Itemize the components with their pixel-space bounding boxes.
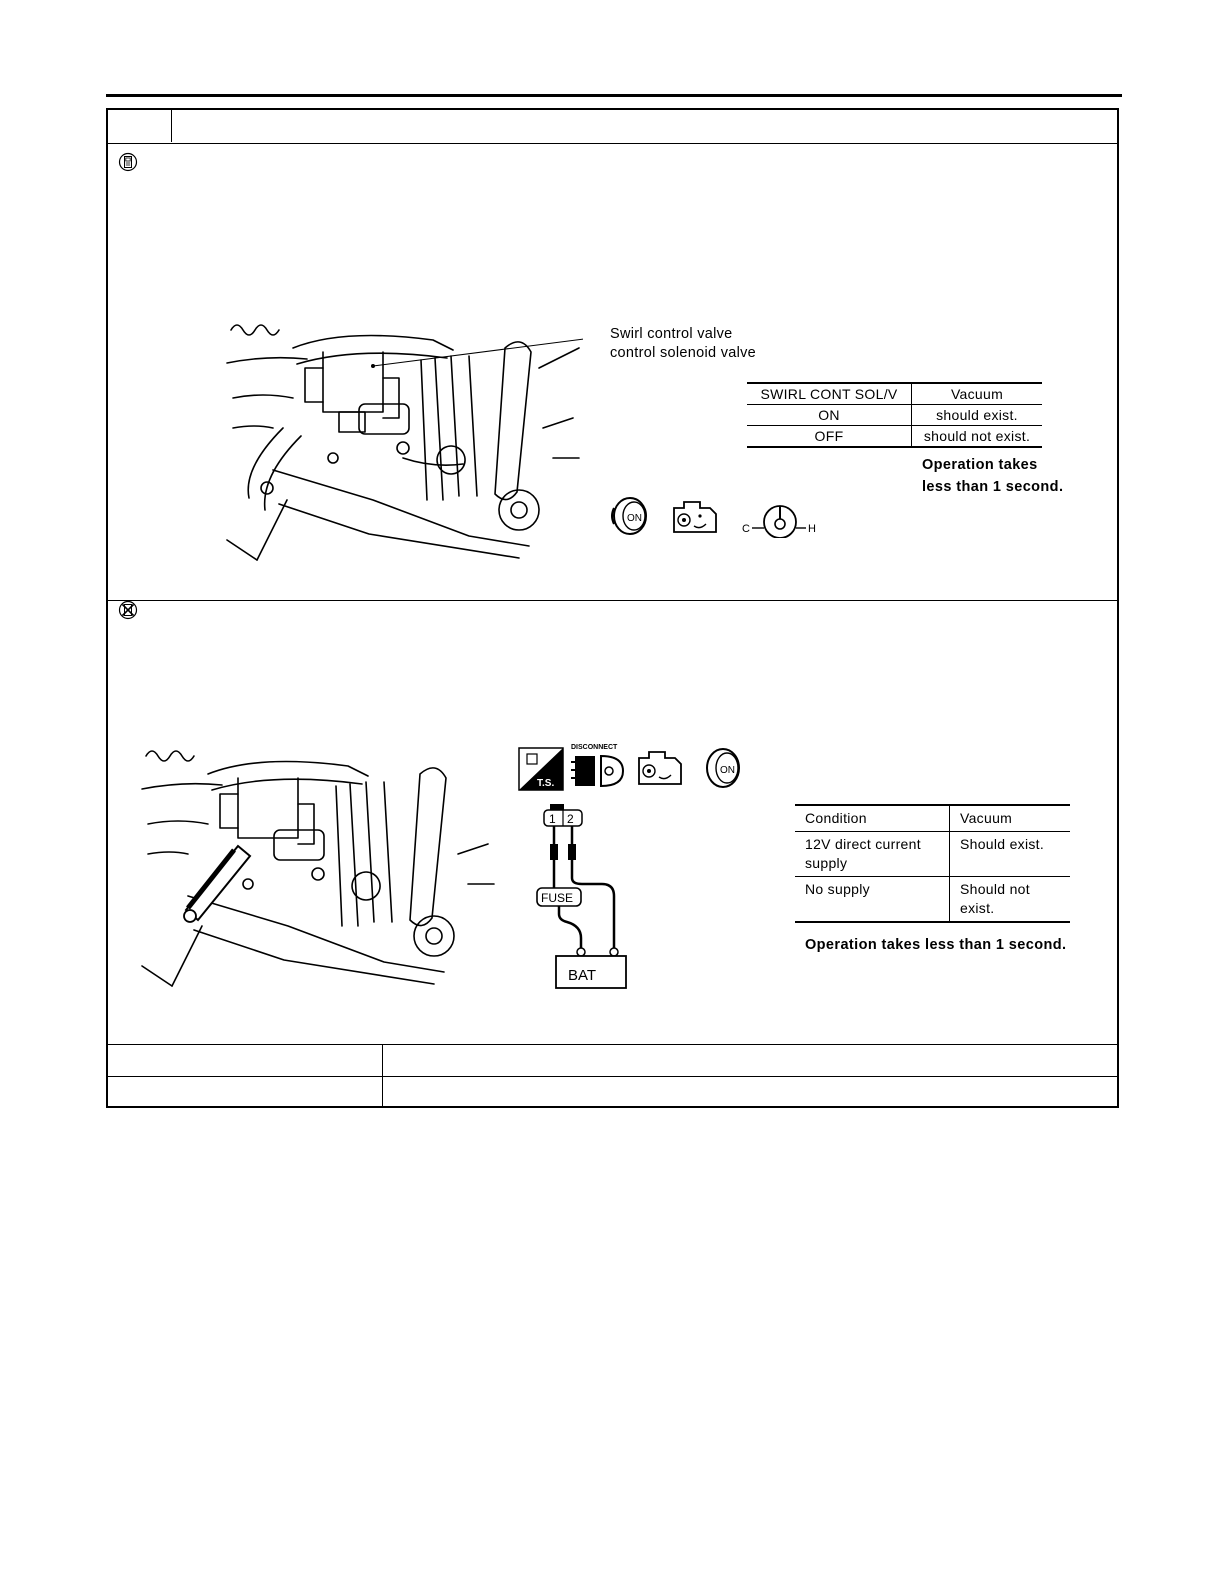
table-cell: No supply — [795, 876, 950, 923]
terminal-1-label: 1 — [549, 812, 556, 826]
operation-time-note: Operation takes less than 1 second. — [922, 454, 1063, 498]
table-cell: OFF — [747, 425, 912, 448]
tools-ts-icon: T.S. — [518, 747, 564, 791]
gauge-cold-label: C — [742, 523, 750, 535]
header-cell: Condition — [795, 804, 950, 832]
header-cell: Vacuum — [911, 382, 1042, 405]
table-cell: ON — [747, 404, 912, 426]
solenoid-direct-supply-table: Condition Vacuum 12V direct current supp… — [795, 804, 1070, 923]
engine-illustration-2 — [141, 750, 495, 987]
table-cell: Should exist. — [949, 831, 1070, 877]
table-header-row: SWIRL CONT SOL/V Vacuum — [747, 382, 1042, 405]
disconnect-label: DISCONNECT — [571, 744, 618, 751]
callout-line-2: control solenoid valve — [610, 345, 757, 361]
result-column-divider — [382, 1044, 383, 1108]
condition-icons-2: T.S. DISCONNECT ON — [518, 744, 740, 791]
fuse-label: FUSE — [541, 891, 573, 905]
table-row: 12V direct current supply Should exist. — [795, 831, 1070, 877]
ignition-on-icon: ON — [611, 497, 647, 535]
ignition-on-icon: ON — [706, 748, 740, 788]
note-line-1: Operation takes — [922, 457, 1038, 473]
result-row-divider — [108, 1044, 1117, 1045]
table-row: No supply Should not exist. — [795, 876, 1070, 923]
engine-running-icon — [673, 501, 717, 533]
battery-wiring-diagram: 1 2 FUSE BAT — [536, 804, 627, 989]
terminal-2-label: 2 — [567, 812, 574, 826]
step-header-row — [108, 110, 1117, 144]
gauge-hot-label: H — [808, 523, 816, 535]
engine-illustration-1 — [226, 324, 583, 561]
battery-label: BAT — [568, 967, 596, 984]
swirl-solenoid-spec-table: SWIRL CONT SOL/V Vacuum ON should exist.… — [747, 382, 1042, 448]
engine-running-icon — [638, 751, 682, 785]
ts-label: T.S. — [537, 778, 554, 789]
disconnect-icon: DISCONNECT — [571, 744, 625, 788]
table-cell: 12V direct current supply — [795, 831, 950, 877]
callout-line-1: Swirl control valve — [610, 326, 733, 342]
operation-time-note-2: Operation takes less than 1 second. — [805, 937, 1067, 953]
solenoid-valve-callout: Swirl control valve control solenoid val… — [610, 325, 756, 363]
table-cell: should not exist. — [911, 425, 1042, 448]
condition-icons-1: ON C H — [611, 497, 816, 538]
table-header-row: Condition Vacuum — [795, 804, 1070, 832]
header-cell: SWIRL CONT SOL/V — [747, 382, 912, 405]
battery: BAT — [555, 947, 627, 989]
table-cell: should exist. — [911, 404, 1042, 426]
section-divider — [108, 600, 1117, 601]
table-row: ON should exist. — [747, 404, 1042, 426]
temperature-gauge-icon: C H — [742, 505, 816, 538]
key-on-label: ON — [720, 765, 735, 776]
consult-mode-icon — [118, 152, 138, 172]
no-consult-mode-icon — [118, 600, 138, 620]
connector-terminals: 1 2 — [543, 804, 583, 827]
page-top-rule — [106, 94, 1122, 97]
step-number-cell — [108, 110, 172, 142]
note-line-2: less than 1 second. — [922, 479, 1064, 495]
table-cell: Should not exist. — [949, 876, 1070, 923]
fuse: FUSE — [536, 887, 582, 907]
procedure-frame: Swirl control valve control solenoid val… — [106, 108, 1119, 1108]
table-row: OFF should not exist. — [747, 425, 1042, 448]
key-on-label: ON — [627, 513, 642, 524]
result-row-divider — [108, 1076, 1117, 1077]
header-cell: Vacuum — [949, 804, 1070, 832]
